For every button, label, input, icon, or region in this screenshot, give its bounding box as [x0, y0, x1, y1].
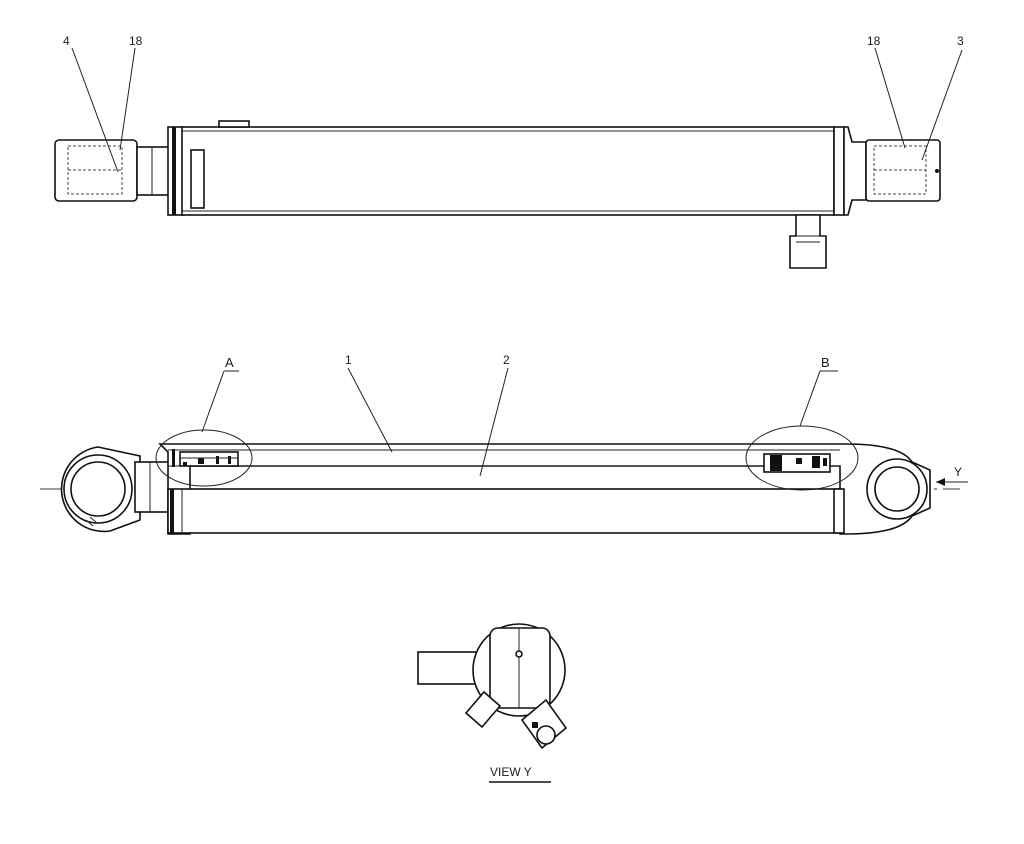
callout-18-right: 18: [867, 34, 881, 48]
top-boss: [218, 120, 250, 128]
rod-neck-left: [136, 146, 172, 196]
callout-2: 2: [503, 353, 510, 367]
barrel-top-view: [181, 126, 835, 216]
view-y: VIEW Y: [417, 623, 568, 783]
detail-a-ellipse: [155, 429, 253, 487]
cap-end-neck: [843, 126, 867, 216]
callout-18-left: 18: [129, 34, 143, 48]
top-view: 4 18 18 3: [54, 34, 964, 269]
view-y-port-left: [464, 690, 502, 729]
detail-b-ellipse: [745, 425, 859, 491]
barrel-lower: [167, 488, 841, 534]
cap-eye-right-bore-inner: [874, 466, 920, 512]
cap-eye-right: [865, 139, 941, 202]
view-y-arrow-label: Y: [954, 465, 962, 479]
view-y-stub: [417, 651, 481, 685]
callout-b: B: [821, 355, 830, 370]
callout-3: 3: [957, 34, 964, 48]
rod-eye-left-bore-inner: [70, 461, 126, 517]
callout-a: A: [225, 355, 234, 370]
cap-eye-right-bore-outer: [866, 458, 928, 520]
callout-4: 4: [63, 34, 70, 48]
view-y-title: VIEW Y: [490, 765, 532, 779]
rod-eye-left-bore-outer: [63, 454, 133, 524]
callout-1: 1: [345, 353, 352, 367]
section-view: Y A 1 2 B: [40, 353, 968, 535]
port-plate: [190, 149, 205, 209]
